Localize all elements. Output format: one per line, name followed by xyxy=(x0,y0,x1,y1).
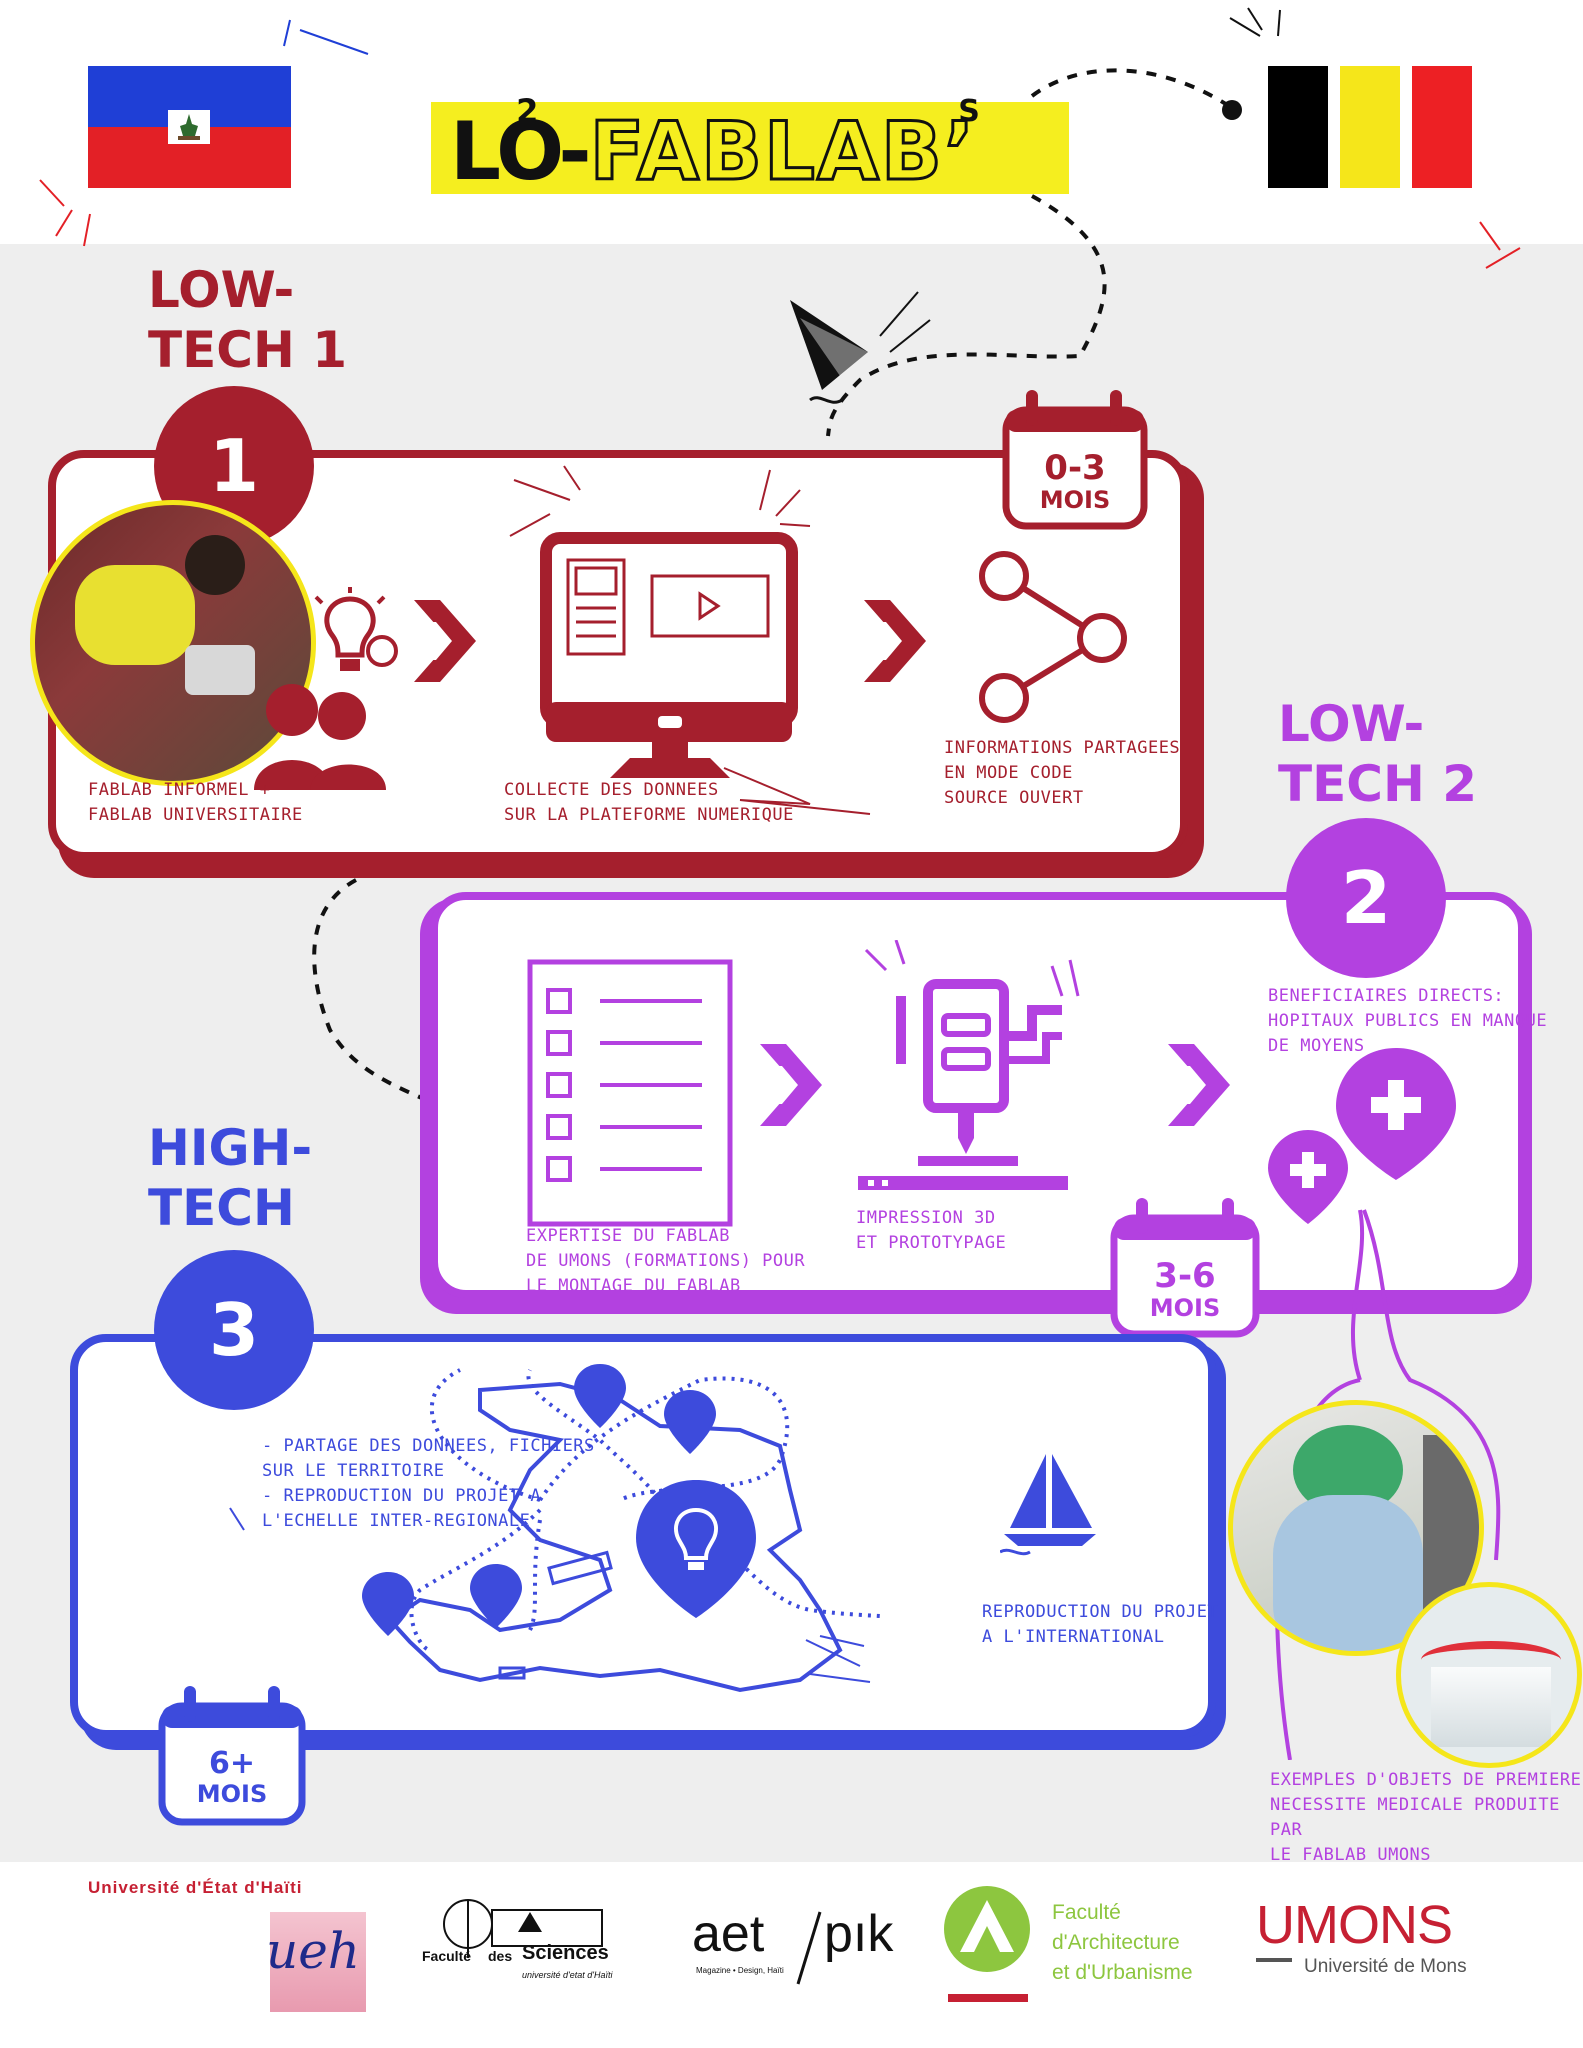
stage2-caption-beneficiaries: BENEFICIAIRES DIRECTS: HOPITAUX PUBLICS … xyxy=(1268,986,1548,1056)
page-title: LO 2 - FABLAB’ S xyxy=(450,92,980,206)
title-superscript-2: 2 xyxy=(516,92,538,130)
stage3-duration-unit: MOIS xyxy=(196,1780,268,1808)
stage2-caption-expertise: EXPERTISE DU FABLAB DE UMONS (FORMATIONS… xyxy=(526,1226,806,1296)
stage2-duration-value: 3-6 xyxy=(1154,1256,1216,1296)
distribution-routes xyxy=(409,1368,880,1652)
stage2-chevron-2-icon xyxy=(1168,1044,1230,1126)
umons-underline xyxy=(1256,1958,1292,1962)
stage3-caption-international: REPRODUCTION DU PROJET A L'INTERNATIONAL xyxy=(982,1602,1219,1647)
lightbulb-icon xyxy=(314,587,398,671)
route-dot xyxy=(1222,100,1242,120)
aetpik-main: aet xyxy=(692,1905,765,1963)
faculty-line3: et d'Urbanisme xyxy=(1052,1961,1193,1984)
stage2-chevron-1-icon xyxy=(760,1044,822,1126)
ueh-name: Université d'État d'Haïti xyxy=(88,1878,303,1897)
stage1-duration-unit: MOIS xyxy=(1039,486,1111,514)
stage1-duration-calendar: 0-3 MOIS xyxy=(1000,384,1150,534)
faculty-line2: d'Architecture xyxy=(1052,1931,1180,1954)
belgium-flag xyxy=(1268,66,1472,188)
stage1-chevron-1-icon xyxy=(414,600,476,682)
stage1-caption-platform: COLLECTE DES DONNEES SUR LA PLATEFORME N… xyxy=(504,780,794,825)
face-shield-photo xyxy=(1396,1582,1582,1768)
title-lo: LO xyxy=(450,104,564,198)
stage2-number-badge: 2 xyxy=(1286,818,1446,978)
checklist-icon xyxy=(527,959,733,1227)
stage2-duration-unit: MOIS xyxy=(1149,1294,1221,1322)
calendar-icon xyxy=(1002,390,1148,530)
umons-logo: UMONS Université de Mons xyxy=(1256,1894,1516,1994)
fds-word1: Faculté xyxy=(422,1948,472,1964)
haiti-map-icon xyxy=(362,1364,880,1693)
title-dash: - xyxy=(558,104,591,198)
partner-logos-footer: Université d'État d'Haïti ueh Faculté de… xyxy=(0,1862,1583,2048)
monitor-sparks xyxy=(509,465,811,537)
haiti-flag xyxy=(88,66,291,188)
lightbulb-pin-icon xyxy=(636,1480,756,1618)
aetpik-logo: aet pık Magazine • Design, Haïti xyxy=(692,1904,912,2014)
sailboat-icon xyxy=(1000,1454,1096,1556)
fds-word2: des xyxy=(488,1948,513,1964)
stage1-caption-share: INFORMATIONS PARTAGEES EN MODE CODE SOUR… xyxy=(944,738,1181,808)
map-sparks xyxy=(805,1635,871,1683)
stage1-caption-fablab: FABLAB INFORMEL + FABLAB UNIVERSITAIRE xyxy=(88,780,303,825)
umons-name: UMONS xyxy=(1256,1895,1453,1955)
ueh-logo-block xyxy=(270,1912,366,2012)
ueh-logo: Université d'État d'Haïti ueh xyxy=(88,1878,368,2028)
share-icon xyxy=(979,551,1127,723)
title-fablab: FABLAB’ xyxy=(588,103,977,199)
stage1-duration-value: 0-3 xyxy=(1044,448,1106,488)
stage1-heading: LOW- TECH 1 xyxy=(148,261,347,379)
stage2-caption-objects: EXEMPLES D'OBJETS DE PREMIERE NECESSITE … xyxy=(1270,1770,1582,1865)
faculte-architecture-logo: Faculté d'Architecture et d'Urbanisme xyxy=(944,1886,1244,2026)
sparkle-strokes xyxy=(283,19,369,55)
aetpik-sub: Magazine • Design, Haïti xyxy=(696,1966,784,1975)
3d-printer-icon xyxy=(858,940,1080,1190)
location-pin-icon xyxy=(362,1364,716,1636)
faculty-line1: Faculté xyxy=(1052,1901,1121,1924)
stage1-chevron-2-icon xyxy=(864,600,926,682)
stage3-duration-value: 6+ xyxy=(208,1746,255,1781)
faculte-des-sciences-logo: Faculté des Sciences université d'etat d… xyxy=(420,1898,640,2008)
caption-scribble xyxy=(723,767,871,815)
stage3-heading: HIGH- TECH xyxy=(148,1119,313,1237)
stage3-duration-calendar: 6+ MOIS xyxy=(156,1680,308,1830)
monitor-icon xyxy=(540,532,798,778)
people-icon xyxy=(254,684,386,790)
caption-tick xyxy=(229,1507,245,1531)
stage3-caption-sharing: - PARTAGE DES DONNEES, FICHIERS SUR LE T… xyxy=(262,1436,595,1531)
title-banner xyxy=(431,102,1069,194)
ueh-mark: ueh xyxy=(266,1922,360,1980)
fds-word3: Sciences xyxy=(522,1942,609,1964)
calendar-icon xyxy=(158,1686,306,1826)
fablab-photo xyxy=(30,500,316,786)
fds-sub: université d'etat d'Haïti xyxy=(522,1970,613,1980)
faculty-a-icon xyxy=(960,1900,1014,1952)
hospital-pin-icon xyxy=(1268,1048,1456,1224)
umons-sub: Université de Mons xyxy=(1304,1956,1467,1977)
stage2-duration-calendar: 3-6 MOIS xyxy=(1108,1192,1262,1342)
haiti-coat-of-arms-icon xyxy=(168,110,210,144)
faculty-red-bar xyxy=(948,1994,1028,2002)
stage2-heading: LOW- TECH 2 xyxy=(1278,695,1477,813)
title-superscript-s: S xyxy=(958,93,980,129)
stage3-number-badge: 3 xyxy=(154,1250,314,1410)
stage2-caption-printing: IMPRESSION 3D ET PROTOTYPAGE xyxy=(856,1208,1007,1253)
aetpik-right: pık xyxy=(824,1905,894,1963)
